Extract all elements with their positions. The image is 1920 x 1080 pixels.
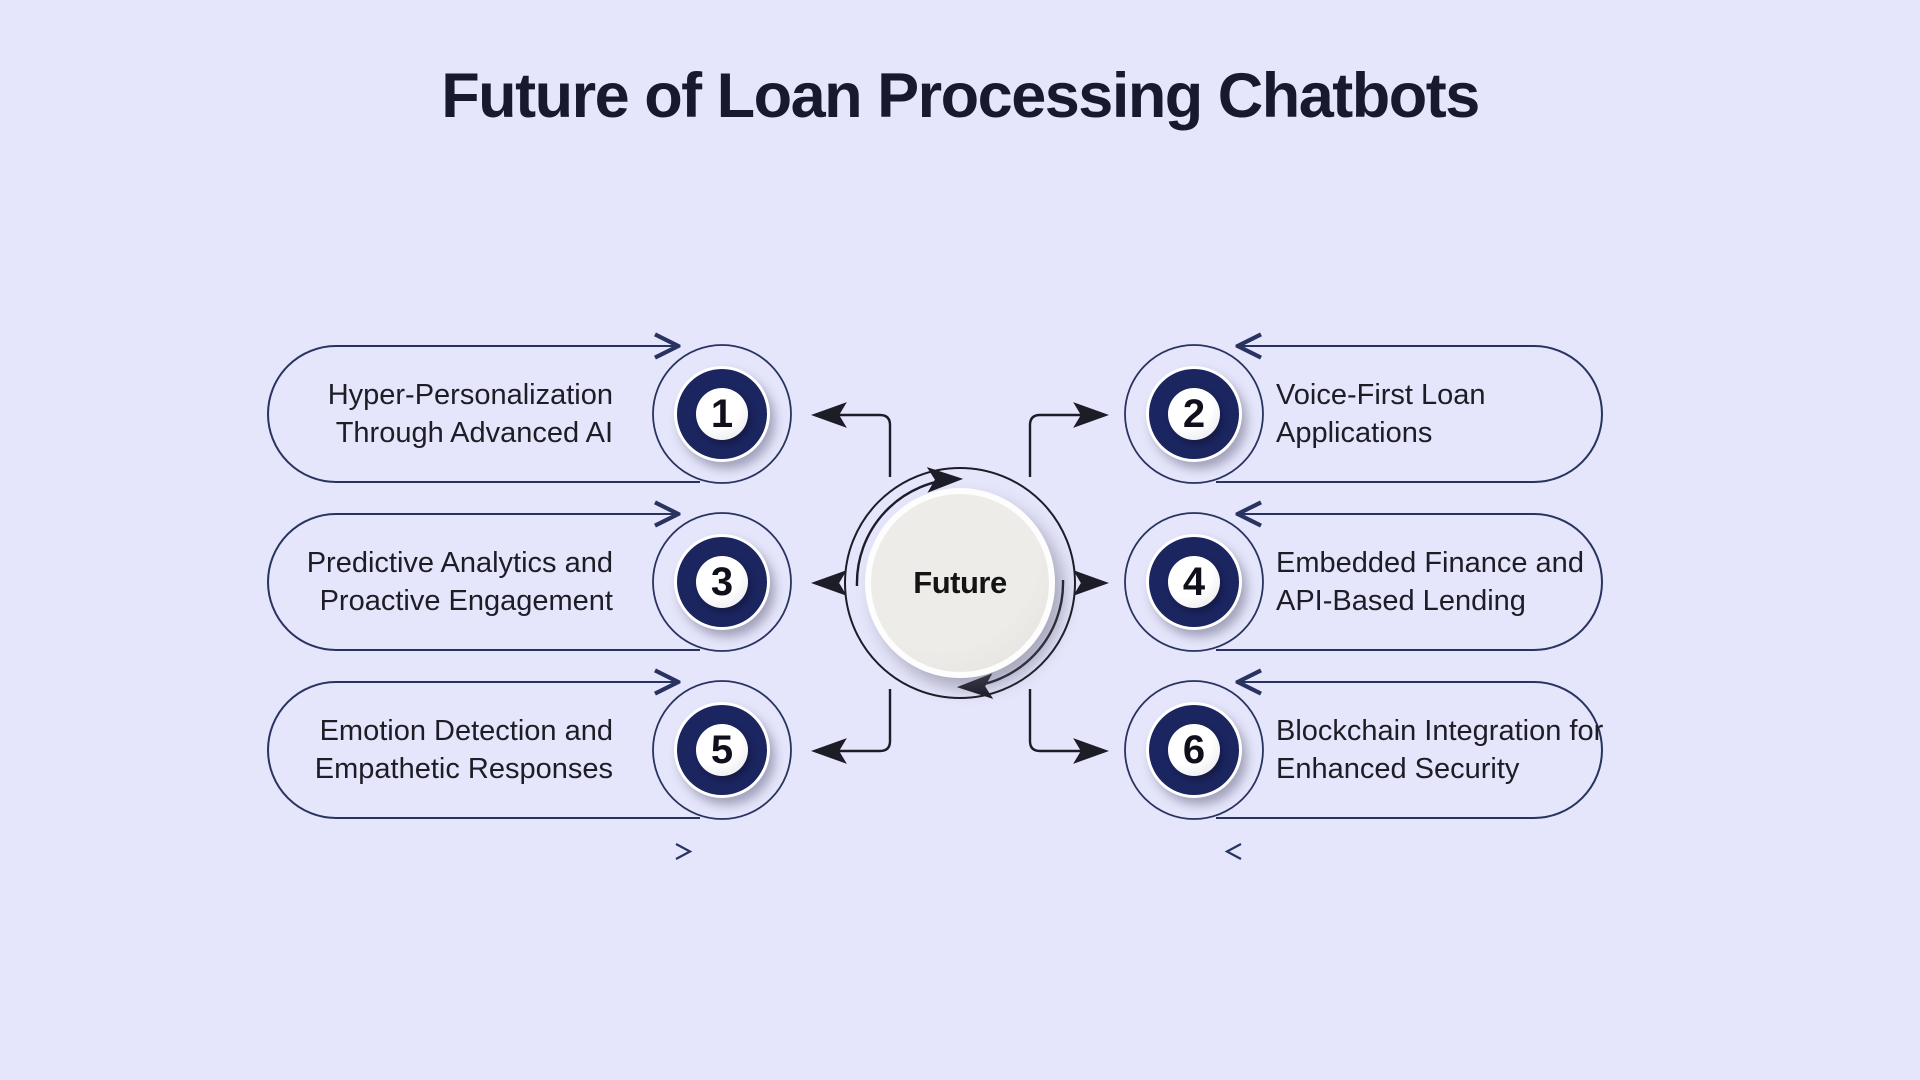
item-number-2: 2 [1168,388,1220,440]
page-title: Future of Loan Processing Chatbots [441,61,1480,131]
capsule-outline-3 [267,514,700,651]
badge-ring-3 [652,512,792,652]
capsule-outline-5 [267,682,700,819]
capsule-outline-1 [267,346,700,483]
item-label-4: Embedded Finance and API-Based Lending [1276,547,1584,617]
badge-ring-5 [652,680,792,820]
badge-ring-6 [1124,680,1264,820]
badge-ring-2 [1124,344,1264,484]
item-badge-4: 4 [1146,534,1242,630]
badge-ring-4 [1124,512,1264,652]
item-number-1: 1 [696,388,748,440]
connector-arrow-to-item1 [810,402,892,477]
chevron-right-icon [675,843,693,860]
connector-arrow-to-item2 [1028,402,1110,477]
item-label-3: Predictive Analytics and Proactive Engag… [306,547,613,617]
chevron-left-icon [1224,843,1242,860]
center-node: Future [865,488,1055,678]
item-label-1: Hyper-Personalization Through Advanced A… [327,379,613,449]
item-number-3: 3 [696,556,748,608]
item-badge-2: 2 [1146,366,1242,462]
center-label: Future [913,565,1007,600]
item-label-6: Blockchain Integration for Enhanced Secu… [1276,715,1604,785]
connector-arrow-to-item5 [810,689,892,764]
item-number-6: 6 [1168,724,1220,776]
item-badge-6: 6 [1146,702,1242,798]
item-badge-1: 1 [674,366,770,462]
item-badge-5: 5 [674,702,770,798]
cycle-arc-bottom-icon [956,579,1065,699]
connector-arrow-to-item6 [1028,689,1110,764]
cycle-arc-top-icon [855,467,964,587]
capsule-outline-6 [1216,682,1603,819]
item-label-2: Voice-First Loan Applications [1276,379,1486,449]
item-label-5: Emotion Detection and Empathetic Respons… [314,715,613,785]
badge-ring-1 [652,344,792,484]
capsule-outline-4 [1216,514,1603,651]
capsule-outline-2 [1216,346,1603,483]
item-number-4: 4 [1168,556,1220,608]
item-badge-3: 3 [674,534,770,630]
item-number-5: 5 [696,724,748,776]
